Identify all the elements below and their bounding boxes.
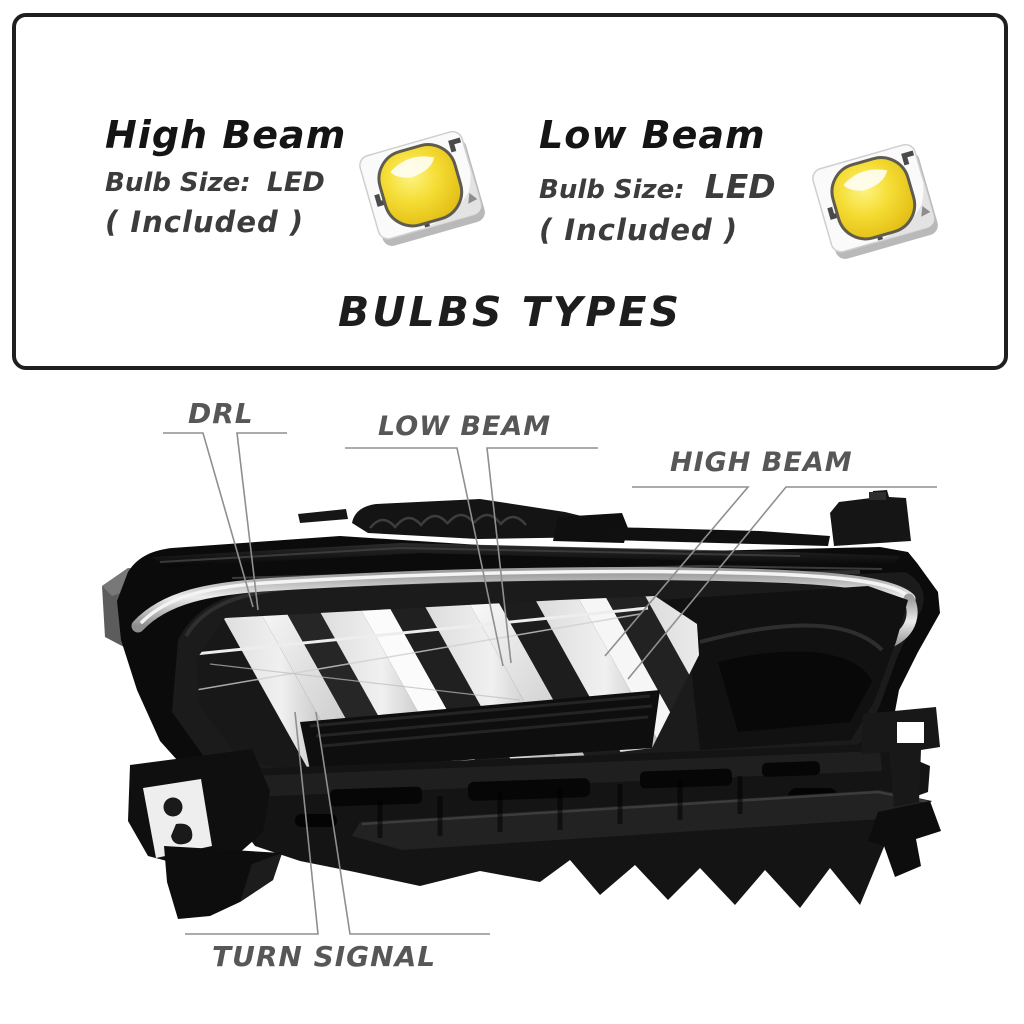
- high-beam-title: High Beam: [105, 113, 347, 157]
- high-beam-included-note: ( Included ): [105, 204, 305, 239]
- low-beam-size-row: Bulb Size: LED: [539, 167, 776, 206]
- bulb-types-info-box: High Beam Bulb Size: LED ( Included ) Low…: [12, 13, 1008, 370]
- high-beam-leader-line: [604, 486, 937, 680]
- callout-label-low-beam: LOW BEAM: [378, 411, 552, 442]
- top-brackets: [298, 490, 911, 546]
- mounting-bracket-bottom: [225, 744, 932, 908]
- high-beam-size-label: Bulb Size:: [105, 167, 251, 198]
- low-beam-size-label: Bulb Size:: [539, 174, 685, 205]
- lens-reflectors: [196, 596, 699, 776]
- drl-leader-line: [163, 432, 287, 611]
- high-beam-spec-block: High Beam Bulb Size: LED ( Included ): [105, 113, 347, 239]
- right-bracket: [861, 707, 941, 877]
- high-beam-size-value: LED: [266, 166, 325, 198]
- low-beam-title: Low Beam: [539, 113, 766, 157]
- callout-label-drl: DRL: [188, 397, 254, 430]
- high-beam-size-row: Bulb Size: LED: [105, 167, 346, 198]
- turn-signal-leader-line: [185, 711, 490, 935]
- low-beam-leader-line: [345, 447, 598, 667]
- bulbs-types-heading: BULBS TYPES: [338, 288, 682, 336]
- callout-label-high-beam: HIGH BEAM: [670, 447, 853, 478]
- callout-label-turn-signal: TURN SIGNAL: [212, 940, 437, 973]
- low-beam-included-note: ( Included ): [539, 212, 739, 247]
- low-beam-spec-block: Low Beam Bulb Size: LED ( Included ): [539, 113, 776, 247]
- callout-lines: [163, 432, 937, 935]
- headlight-assembly-art: [102, 490, 941, 919]
- low-beam-size-value: LED: [704, 166, 776, 206]
- left-bracket: [128, 749, 282, 919]
- high-beam-chamber: [660, 586, 908, 750]
